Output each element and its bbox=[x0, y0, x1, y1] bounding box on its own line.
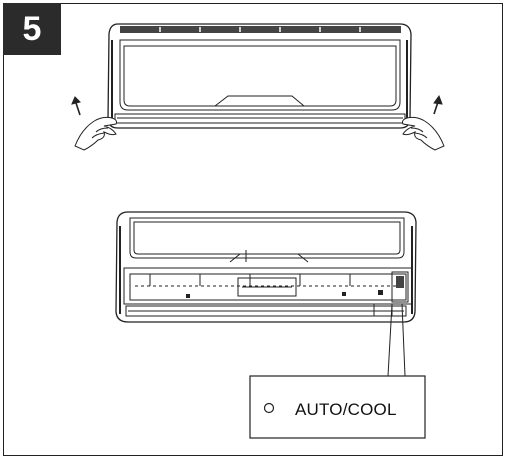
indoor-unit-top bbox=[107, 23, 412, 129]
instruction-frame bbox=[3, 3, 503, 456]
indoor-unit-bottom bbox=[115, 211, 417, 323]
callout-leader-lines bbox=[387, 303, 406, 377]
top-vent-grille bbox=[120, 26, 401, 33]
auto-cool-label: AUTO/COOL bbox=[295, 400, 397, 419]
lift-arrow-right-icon bbox=[433, 94, 443, 115]
indicator-circle-icon bbox=[263, 402, 275, 414]
step-number-badge: 5 bbox=[3, 3, 61, 55]
right-hand-icon bbox=[402, 116, 445, 151]
callout-box bbox=[249, 375, 426, 439]
lift-arrow-left-icon bbox=[71, 96, 81, 116]
left-hand-icon bbox=[74, 116, 117, 151]
